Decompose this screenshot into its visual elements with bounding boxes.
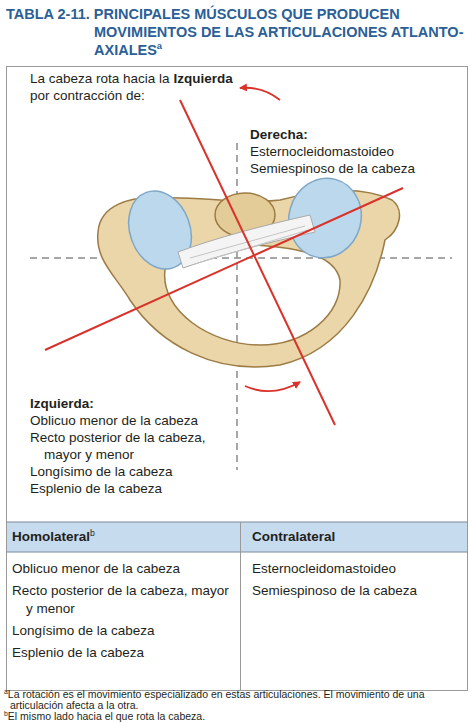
muscle-label: Oblicuo menor de la cabeza: [30, 412, 245, 429]
footnote-text: La rotación es el movimiento especializa…: [8, 688, 425, 711]
muscle-label: Izquierda:: [30, 395, 245, 412]
footnote-mark: b: [4, 710, 8, 717]
table-cell: Longísimo de la cabeza: [12, 622, 232, 640]
axis-line: [236, 143, 238, 470]
axis-line: [30, 257, 452, 259]
table-cell: Contralateral: [252, 529, 335, 544]
footnote-mark: a: [4, 688, 8, 695]
right-muscles: Derecha:EsternocleidomastoideoSemiespino…: [250, 126, 465, 177]
muscle-label: La cabeza rota hacia la: [30, 71, 170, 86]
table-cell: Esplenio de la cabeza: [12, 644, 232, 662]
column-header: Homolateralb: [12, 528, 232, 546]
panel-frame: [7, 67, 468, 691]
table-cell: Homolateral: [12, 529, 90, 544]
muscle-label: Esplenio de la cabeza: [30, 480, 245, 497]
muscle-label: Semiespinoso de la cabeza: [250, 160, 465, 177]
left-muscles: Izquierda:Oblicuo menor de la cabezaRect…: [30, 395, 245, 497]
rotation-arrow: [245, 382, 300, 391]
table-cell: Esternocleidomastoideo: [252, 560, 462, 578]
table-column: Oblicuo menor de la cabezaRecto posterio…: [12, 560, 232, 666]
table-cell: Recto posterior de la cabeza, mayor y me…: [12, 582, 232, 618]
table-cell: Oblicuo menor de la cabeza: [12, 560, 232, 578]
rotation-arrow: [240, 88, 280, 100]
rotation-line: [45, 188, 403, 350]
footnote-mark: b: [90, 528, 95, 538]
left-rotation-caption: La cabeza rota hacia la Izquierdapor cont…: [30, 70, 260, 104]
table-rule: [7, 522, 468, 523]
muscle-label: Derecha:: [250, 126, 465, 143]
column-header: Contralateral: [252, 528, 462, 546]
footnote: aLa rotación es el movimiento especializ…: [4, 689, 471, 711]
table-title: TABLA 2-11. PRINCIPALES MÚSCULOS QUE PRO…: [6, 5, 466, 59]
atlas-axis: [98, 170, 400, 367]
footnote-text: El mismo lado hacia el que rota la cabez…: [8, 710, 205, 722]
muscle-label: por contracción de:: [30, 87, 260, 104]
title-text: TABLA 2-11. PRINCIPALES MÚSCULOS QUE PRO…: [6, 6, 463, 58]
muscle-label: Recto posterior de la cabeza, mayor y me…: [30, 429, 245, 463]
header-band: [7, 522, 467, 552]
muscle-label: Esternocleidomastoideo: [250, 143, 465, 160]
table-cell: Semiespinoso de la cabeza: [252, 582, 462, 600]
column-rule: [240, 522, 241, 690]
footnote-mark: a: [157, 40, 162, 51]
table-rule: [7, 552, 468, 553]
table-column: EsternocleidomastoideoSemiespinoso de la…: [252, 560, 462, 604]
footnote: bEl mismo lado hacia el que rota la cabe…: [4, 711, 471, 722]
muscle-label: Izquierda: [174, 71, 233, 86]
muscle-label: Longísimo de la cabeza: [30, 463, 245, 480]
